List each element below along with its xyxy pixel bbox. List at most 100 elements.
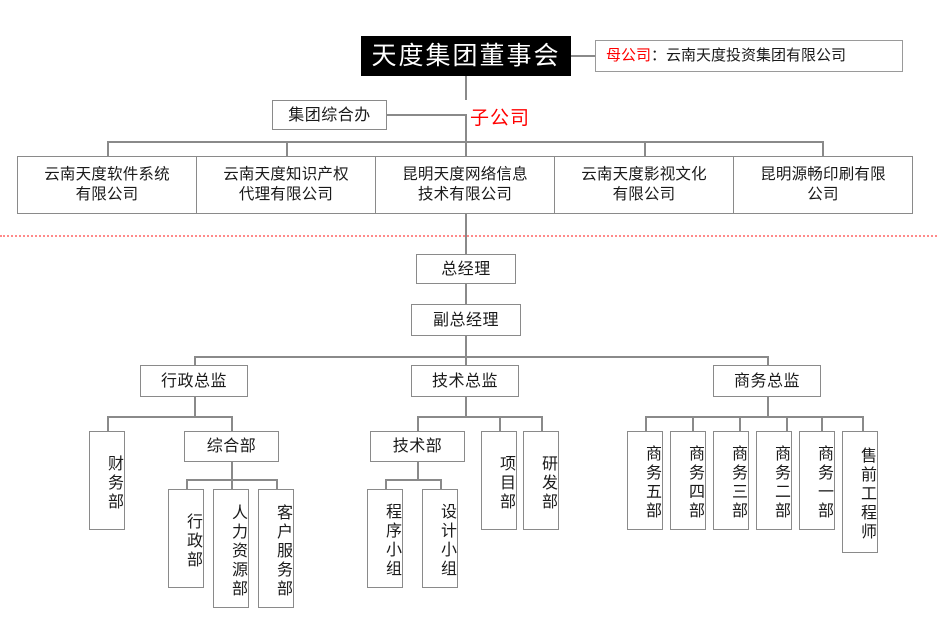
- dept-label-customer-service: 客户服务部: [274, 503, 293, 599]
- connector-tech-drop-project: [499, 416, 501, 432]
- dept-label-general-affairs: 综合部: [206, 436, 257, 456]
- business-dept-box-1[interactable]: 商务一部: [799, 431, 835, 530]
- subsidiary-label-2: 云南天度知识产权 代理有限公司: [223, 165, 349, 203]
- connector-board-to-note: [571, 55, 595, 57]
- dept-box-customer-service[interactable]: 客户服务部: [258, 489, 294, 608]
- dept-box-project[interactable]: 项目部: [481, 431, 517, 530]
- connector-board-stem: [465, 76, 467, 100]
- business-dept-box-5[interactable]: 商务五部: [627, 431, 663, 530]
- team-box-programming[interactable]: 程序小组: [367, 489, 403, 588]
- connector-general-affairs-stem: [231, 462, 233, 480]
- subsidiary-label-5: 昆明源畅印刷有限 公司: [760, 165, 886, 203]
- subsidiary-box-2[interactable]: 云南天度知识产权 代理有限公司: [196, 156, 376, 214]
- connector-business-drop-1: [645, 416, 647, 432]
- connector-subsidiary-drop-4: [644, 141, 646, 157]
- director-box-admin[interactable]: 行政总监: [140, 365, 248, 397]
- group-office-label: 集团综合办: [288, 104, 371, 124]
- director-box-business[interactable]: 商务总监: [713, 365, 821, 397]
- connector-business-drop-6: [862, 416, 864, 432]
- connector-tech-bus: [417, 416, 542, 418]
- dept-box-research[interactable]: 研发部: [523, 431, 559, 530]
- dept-label-technology: 技术部: [392, 436, 443, 456]
- parent-company-separator: ：: [651, 46, 667, 65]
- parent-company-name: 云南天度投资集团有限公司: [666, 46, 847, 65]
- business-dept-label-4: 商务四部: [686, 445, 705, 521]
- connector-admin-stem: [194, 397, 196, 417]
- business-dept-label-5: 商务五部: [643, 445, 662, 521]
- connector-admin-bus: [107, 416, 232, 418]
- dept-label-research: 研发部: [539, 454, 558, 512]
- connector-subsidiary-drop-1: [107, 141, 109, 157]
- connector-director-drop-tech: [465, 356, 467, 366]
- connector-tech-child-drop-1: [385, 479, 387, 490]
- connector-tech-drop-dept: [417, 416, 419, 432]
- dept-label-administration: 行政部: [184, 512, 203, 570]
- connector-cross-divider: [465, 214, 467, 254]
- dept-box-technology[interactable]: 技术部: [370, 431, 465, 462]
- connector-gm-to-deputy: [465, 284, 467, 304]
- board-of-directors-box[interactable]: 天度集团董事会: [361, 36, 571, 76]
- connector-tech-child-drop-2: [440, 479, 442, 490]
- connector-technology-bus: [385, 479, 441, 481]
- connector-tech-stem: [465, 397, 467, 417]
- connector-director-bus: [194, 356, 767, 358]
- connector-business-drop-5: [821, 416, 823, 432]
- connector-business-drop-3: [739, 416, 741, 432]
- subsidiary-label-3: 昆明天度网络信息 技术有限公司: [402, 165, 528, 203]
- director-box-tech[interactable]: 技术总监: [411, 365, 519, 397]
- connector-group-office: [387, 114, 465, 116]
- director-label-business: 商务总监: [733, 370, 800, 390]
- connector-admin-child-drop-1: [186, 479, 188, 490]
- connector-subsidiary-drop-3: [465, 141, 467, 157]
- dept-box-finance[interactable]: 财务部: [89, 431, 125, 530]
- parent-company-note: 母公司：云南天度投资集团有限公司: [595, 40, 903, 72]
- subsidiary-box-4[interactable]: 云南天度影视文化 有限公司: [554, 156, 734, 214]
- subsidiary-box-5[interactable]: 昆明源畅印刷有限 公司: [733, 156, 913, 214]
- subsidiary-section-label: 子公司: [470, 107, 531, 129]
- director-label-tech: 技术总监: [431, 370, 498, 390]
- subsidiary-box-3[interactable]: 昆明天度网络信息 技术有限公司: [375, 156, 555, 214]
- connector-tech-drop-rd: [541, 416, 543, 432]
- dept-label-finance: 财务部: [105, 454, 124, 512]
- group-office-box[interactable]: 集团综合办: [272, 100, 387, 130]
- board-label: 天度集团董事会: [371, 41, 561, 70]
- business-dept-box-4[interactable]: 商务四部: [670, 431, 706, 530]
- connector-subsidiary-drop-2: [286, 141, 288, 157]
- connector-business-drop-4: [786, 416, 788, 432]
- connector-subsidiary-drop-5: [822, 141, 824, 157]
- business-presales-engineer-label: 售前工程师: [858, 447, 877, 542]
- dept-label-project: 项目部: [497, 454, 516, 512]
- dept-box-general-affairs[interactable]: 综合部: [184, 431, 279, 462]
- connector-stem-to-bus: [465, 114, 467, 142]
- director-label-admin: 行政总监: [160, 370, 227, 390]
- team-label-design: 设计小组: [438, 503, 457, 579]
- general-manager-label: 总经理: [441, 258, 491, 278]
- connector-director-drop-business: [767, 356, 769, 366]
- business-dept-box-3[interactable]: 商务三部: [713, 431, 749, 530]
- connector-business-drop-2: [692, 416, 694, 432]
- dept-label-human-resources: 人力资源部: [229, 503, 248, 599]
- general-manager-box[interactable]: 总经理: [416, 254, 516, 284]
- business-dept-label-2: 商务二部: [772, 445, 791, 521]
- parent-company-prefix: 母公司: [606, 46, 652, 65]
- business-presales-engineer-box[interactable]: 售前工程师: [842, 431, 878, 553]
- dept-box-human-resources[interactable]: 人力资源部: [213, 489, 249, 608]
- connector-admin-child-drop-3: [276, 479, 278, 490]
- connector-business-stem: [767, 397, 769, 417]
- connector-deputy-stem: [465, 336, 467, 357]
- connector-admin-drop-general: [231, 416, 233, 432]
- subsidiary-label-4: 云南天度影视文化 有限公司: [581, 165, 707, 203]
- team-label-programming: 程序小组: [383, 503, 402, 579]
- section-divider: [0, 235, 937, 237]
- connector-admin-child-drop-2: [231, 479, 233, 490]
- connector-business-bus: [645, 416, 863, 418]
- dept-box-administration[interactable]: 行政部: [168, 489, 204, 588]
- subsidiary-box-1[interactable]: 云南天度软件系统 有限公司: [17, 156, 197, 214]
- connector-technology-stem: [417, 462, 419, 480]
- deputy-general-manager-label: 副总经理: [432, 309, 499, 329]
- team-box-design[interactable]: 设计小组: [422, 489, 458, 588]
- deputy-general-manager-box[interactable]: 副总经理: [411, 304, 521, 336]
- connector-director-drop-admin: [194, 356, 196, 366]
- business-dept-box-2[interactable]: 商务二部: [756, 431, 792, 530]
